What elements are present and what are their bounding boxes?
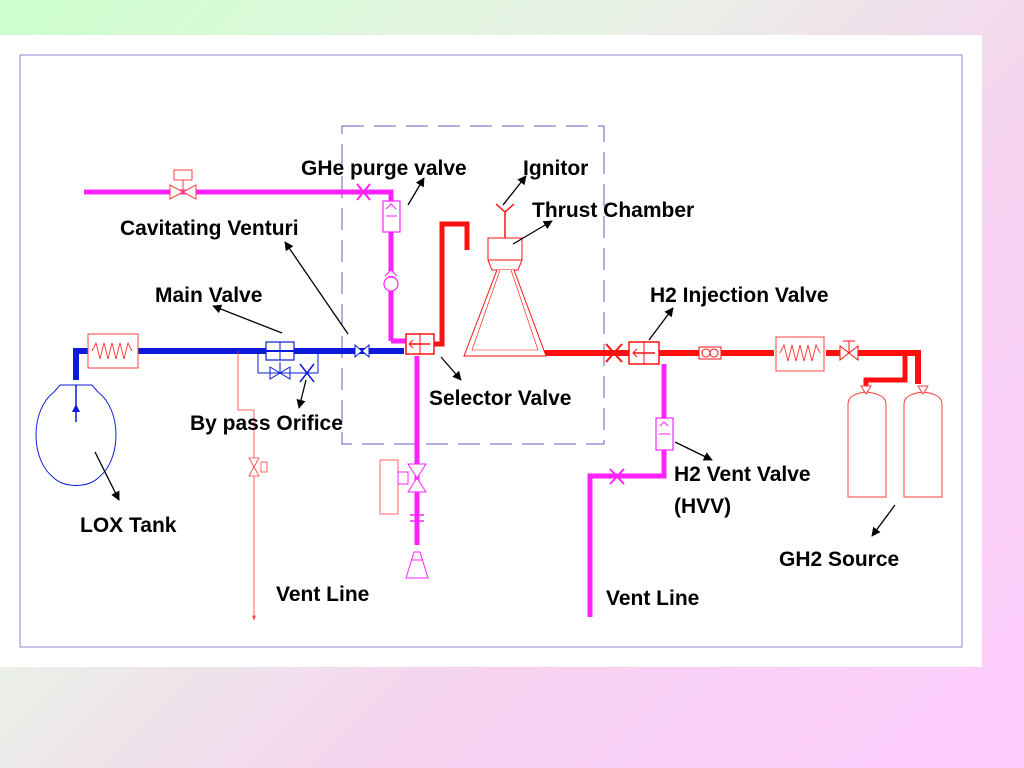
- ghe-purge-valve-label: GHe purge valve: [301, 157, 467, 180]
- diagram-frame: [19, 54, 963, 648]
- h2-vent-valve-label: H2 Vent Valve: [674, 463, 811, 486]
- gh2-source-label: GH2 Source: [779, 548, 899, 571]
- vent-line-right-label: Vent Line: [606, 587, 699, 610]
- bypass-orifice-branch: [257, 351, 319, 383]
- lox-vent-line: [237, 351, 268, 621]
- thrust-chamber-icon: [463, 237, 547, 357]
- thrust-chamber-label: Thrust Chamber: [532, 199, 694, 222]
- ignitor-label: Ignitor: [523, 157, 588, 180]
- ignitor-icon: [495, 203, 515, 238]
- gh2-bottle-icon: [847, 385, 887, 498]
- selector-valve-label: Selector Valve: [429, 387, 571, 410]
- h2-flowmeter-icon: [698, 346, 722, 360]
- lox-feed-line: [73, 348, 404, 380]
- gh2-bottle-icon: [903, 385, 943, 498]
- purge-shutoff-icon: [356, 183, 371, 201]
- purge-regulator-icon: [169, 169, 197, 200]
- test-cell-boundary: [341, 125, 605, 445]
- leader-arrows: [94, 175, 896, 537]
- h2-vent-valve-icon: [655, 417, 674, 451]
- cavitating-venturi-icon: [354, 343, 370, 359]
- h2-regulator-icon: [839, 340, 859, 362]
- lox-tank-icon: [35, 384, 117, 486]
- h2-heater-icon: [775, 336, 825, 372]
- lox-heater-icon: [87, 333, 139, 369]
- main-valve-label: Main Valve: [155, 284, 262, 307]
- ghe-purge-valve-icon: [382, 200, 401, 233]
- cavitating-venturi-label: Cavitating Venturi: [120, 217, 299, 240]
- h2-injection-valve-icon: [628, 341, 660, 365]
- h2-vent-valve-abbrev-label: (HVV): [674, 495, 731, 518]
- purge-check-valve-icon: [383, 269, 399, 292]
- by-pass-orifice-label: By pass Orifice: [190, 412, 343, 435]
- selector-vent-line: [379, 356, 429, 579]
- selector-valve-icon: [405, 333, 435, 355]
- lox-tank-label: LOX Tank: [80, 514, 177, 537]
- main-valve-icon: [265, 341, 295, 361]
- vent-line-left-label: Vent Line: [276, 583, 369, 606]
- h2-injection-valve-label: H2 Injection Valve: [650, 284, 829, 307]
- h2-shutoff-icon: [605, 343, 623, 363]
